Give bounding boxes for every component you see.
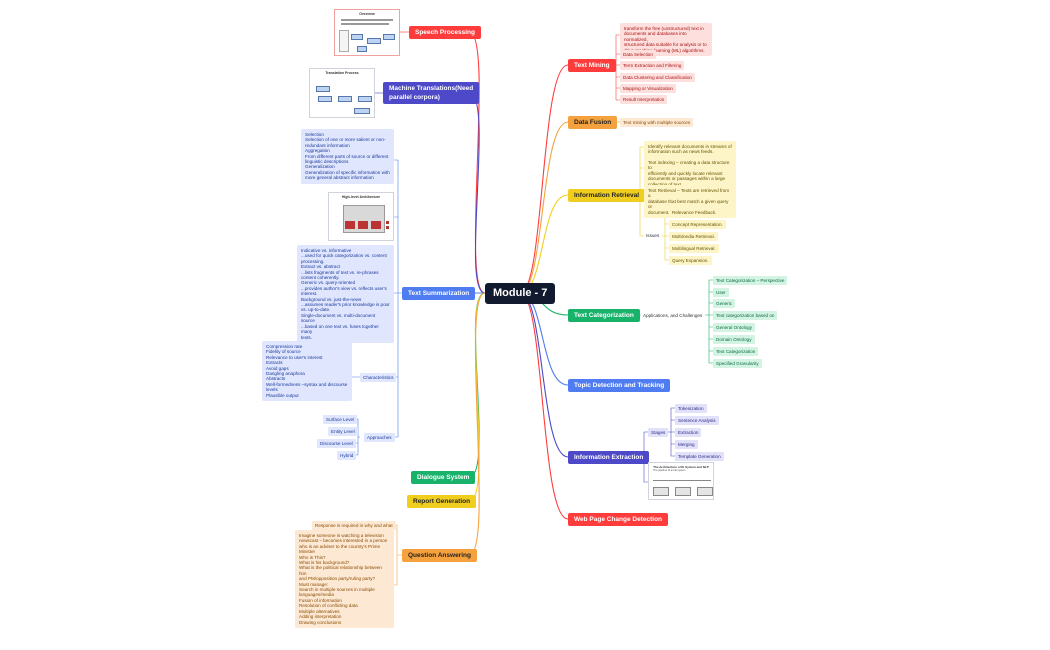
applications-challenges-label[interactable]: Applications, and Challenges <box>643 313 703 318</box>
characteristics-label[interactable]: Characteristics <box>360 373 397 382</box>
categorization-item[interactable]: Generic <box>713 299 736 308</box>
categorization-item[interactable]: Specified Granularity <box>713 359 762 368</box>
approach-item[interactable]: Hybrid <box>337 451 357 460</box>
stage-item[interactable]: Extraction <box>675 428 702 437</box>
central-topic[interactable]: Module - 7 <box>485 283 556 304</box>
stage-item[interactable]: Sentence Analysis <box>675 416 719 425</box>
information-retrieval-desc-2: Text indexing – creating a data structur… <box>644 157 736 191</box>
information-retrieval-desc-1: Identify relevant documents in streams o… <box>644 141 736 158</box>
approaches-label[interactable]: Approaches <box>364 433 395 442</box>
translation-figure-title: Translation Process <box>325 71 359 75</box>
issues-label[interactable]: Issues <box>646 233 660 238</box>
text-mining-item[interactable]: Data Clustering and Classification <box>620 73 695 82</box>
text-mining-item[interactable]: Mapping or Visualization <box>620 84 676 93</box>
categorization-item[interactable]: User <box>713 288 729 297</box>
approach-item[interactable]: Discourse Level <box>317 439 356 448</box>
report-generation-topic[interactable]: Report Generation <box>407 495 477 508</box>
translation-process-figure[interactable]: Translation Process <box>309 68 375 118</box>
approach-item[interactable]: Entity Level <box>328 427 358 436</box>
issue-item[interactable]: Concept Representation. <box>669 220 726 229</box>
text-mining-item[interactable]: Term Extraction and Filtering <box>620 61 685 70</box>
text-mining-item[interactable]: Result Interpretation <box>620 95 668 104</box>
web-page-change-topic[interactable]: Web Page Change Detection <box>568 513 669 526</box>
text-mining-topic[interactable]: Text Mining <box>568 59 616 72</box>
issue-item[interactable]: Query Expansion. <box>669 256 712 265</box>
categorization-item[interactable]: Domain Ontology <box>713 335 755 344</box>
topic-detection-topic[interactable]: Topic Detection and Tracking <box>568 379 671 392</box>
ie-figure-title: The Architecture of IE System and NLP <box>653 465 709 469</box>
categorization-item[interactable]: General Ontology <box>713 323 756 332</box>
high-level-architecture-figure[interactable]: High-level Architecture <box>328 192 394 241</box>
categorization-item[interactable]: Text Categorization – Perspective <box>713 276 788 285</box>
dialogue-system-topic[interactable]: Dialogue System <box>411 471 476 484</box>
categorization-item[interactable]: Text Categorization <box>713 347 759 356</box>
stages-label[interactable]: Stages <box>648 428 669 437</box>
issue-item[interactable]: Multilingual Retrieval. <box>669 244 719 253</box>
approach-item[interactable]: Surface Level <box>323 415 358 424</box>
text-summarization-topic[interactable]: Text Summarization <box>402 287 476 300</box>
qa-item[interactable]: Response is required in why and what <box>312 521 396 530</box>
speech-overview-figure[interactable]: Overview <box>334 9 400 56</box>
information-extraction-topic[interactable]: Information Extraction <box>568 451 650 464</box>
speech-figure-title: Overview <box>359 12 375 16</box>
speech-processing-topic[interactable]: Speech Processing <box>409 26 481 39</box>
categorization-item[interactable]: Text categorization based on <box>713 311 778 320</box>
qa-example-block: Imagine someone is watching a television… <box>295 530 394 628</box>
ie-figure-subtitle: The pipeline of an IE system <box>653 469 686 472</box>
issue-item[interactable]: Multimedia Retrieval. <box>669 232 718 241</box>
architecture-figure-title: High-level Architecture <box>341 195 381 199</box>
stage-item[interactable]: Template Generation <box>675 452 724 461</box>
text-mining-item[interactable]: Data Selection <box>620 50 656 59</box>
ie-architecture-figure[interactable]: The Architecture of IE System and NLP Th… <box>648 462 714 500</box>
data-fusion-topic[interactable]: Data Fusion <box>568 116 618 129</box>
data-fusion-item[interactable]: Text mining with multiple sources <box>620 118 694 127</box>
summarization-types-block: Indicative vs. informative...used for qu… <box>297 245 394 343</box>
question-answering-topic[interactable]: Question Answering <box>402 549 477 562</box>
issue-item[interactable]: Relevance Feedback. <box>669 208 720 217</box>
stage-item[interactable]: Tokenization <box>675 404 707 413</box>
text-categorization-topic[interactable]: Text Categorization <box>568 309 640 322</box>
information-retrieval-topic[interactable]: Information Retrieval <box>568 189 646 202</box>
stage-item[interactable]: Merging <box>675 440 698 449</box>
